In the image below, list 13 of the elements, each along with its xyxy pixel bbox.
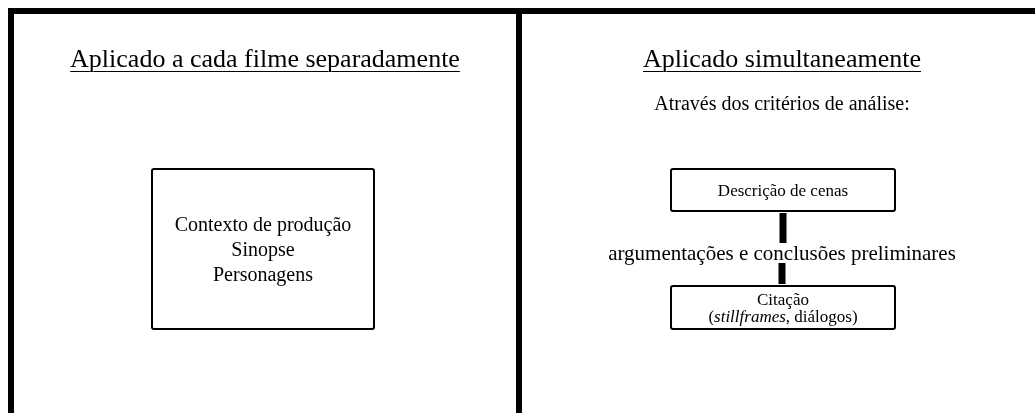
step-text: argumentações e conclusões preliminares [608, 242, 956, 264]
criteria-intro: Através dos critérios de análise: [654, 92, 910, 115]
panel-heading: Aplicado a cada filme separadamente [70, 44, 460, 74]
left-panel [8, 8, 522, 413]
box-text: Descrição de cenas [717, 181, 849, 199]
box-text: Citação [757, 290, 809, 308]
box-text: Contexto de produção [174, 211, 352, 237]
box-text: Personagens [213, 261, 313, 287]
process-box [670, 168, 896, 212]
process-box [670, 285, 896, 330]
panel-heading: Aplicado simultaneamente [643, 44, 921, 74]
content-box [151, 168, 375, 330]
box-text: Sinopse [231, 236, 295, 262]
